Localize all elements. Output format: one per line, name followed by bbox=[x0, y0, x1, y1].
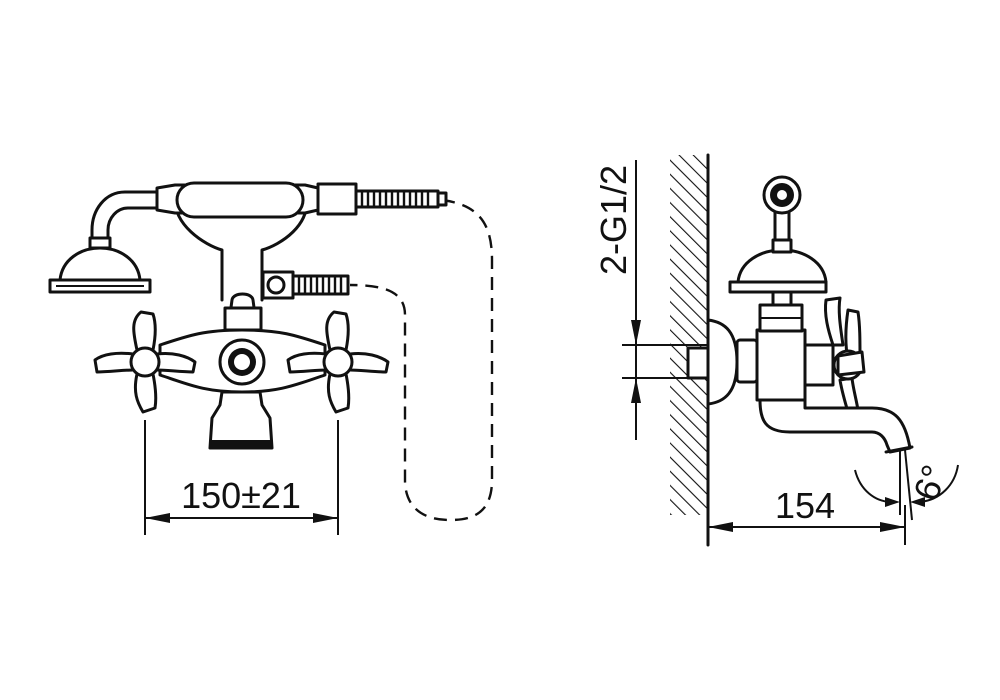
dimension-label-150: 150±21 bbox=[181, 475, 301, 516]
side-view: 2-G1/2 bbox=[593, 153, 959, 547]
spout bbox=[208, 390, 274, 450]
shower-arm bbox=[90, 190, 159, 242]
thread-label: 2-G1/2 bbox=[593, 165, 634, 275]
side-body bbox=[755, 328, 807, 402]
handset bbox=[155, 181, 448, 219]
eccentric-nut bbox=[735, 338, 759, 384]
right-cross-handle[interactable] bbox=[286, 310, 390, 414]
left-cross-handle[interactable] bbox=[93, 310, 197, 414]
dimension-spout-angle: 6° bbox=[854, 449, 959, 521]
dimension-thread bbox=[622, 160, 708, 440]
dimension-wall-projection: 154 bbox=[708, 485, 906, 545]
front-view: 150±21 bbox=[48, 181, 494, 535]
side-shower-head bbox=[736, 248, 828, 284]
wall-flange bbox=[706, 318, 739, 406]
diverter-collar bbox=[223, 306, 263, 332]
dimension-label-154: 154 bbox=[775, 485, 835, 526]
side-spout bbox=[758, 398, 912, 454]
hose-outlet bbox=[261, 270, 350, 300]
shower-head bbox=[48, 236, 152, 294]
side-cross-handle[interactable] bbox=[803, 296, 866, 414]
wall-hatch bbox=[670, 155, 708, 515]
dimension-handle-spacing: 150±21 bbox=[144, 420, 339, 535]
angle-label: 6° bbox=[905, 460, 955, 506]
